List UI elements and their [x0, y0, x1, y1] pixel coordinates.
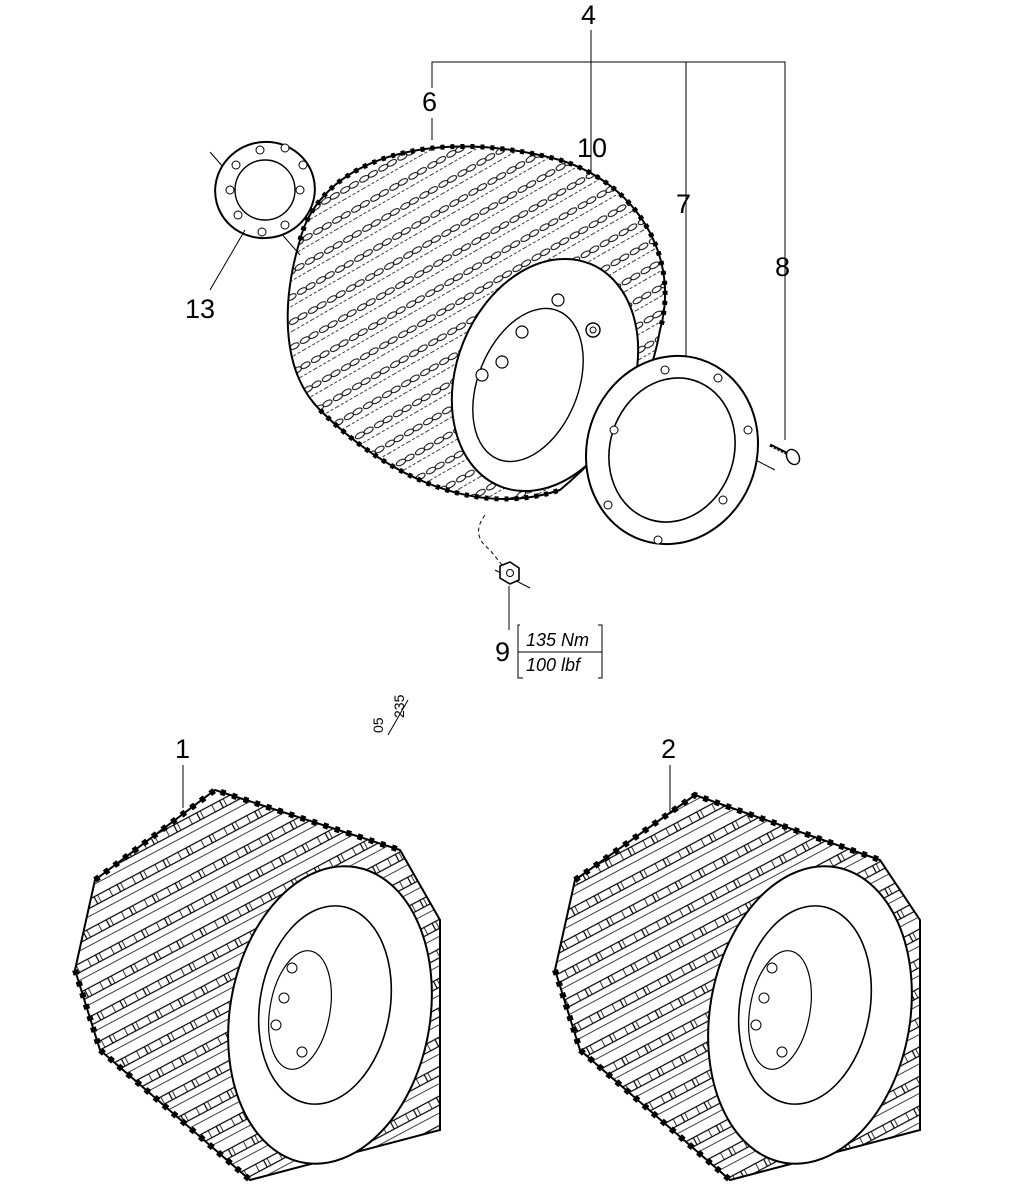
callout-13: 13 — [185, 294, 215, 324]
callout-4: 4 — [581, 0, 596, 30]
leader-bracket-6-7-8 — [431, 61, 786, 440]
ring-flange-7 — [584, 354, 776, 546]
torque-nm: 135 Nm — [526, 630, 589, 650]
figure-ref-slash — [387, 699, 409, 736]
figure-ref-bottom: 235 — [391, 694, 407, 718]
stud-dashed — [478, 514, 503, 566]
drum-2 — [552, 765, 921, 1183]
screw-8 — [769, 443, 801, 466]
callout-10: 10 — [577, 133, 607, 163]
callout-8: 8 — [775, 252, 790, 282]
callout-6: 6 — [422, 87, 437, 117]
nut-9 — [494, 561, 531, 630]
flange-13 — [209, 140, 316, 291]
callout-2: 2 — [661, 734, 676, 764]
torque-lbf: 100 lbf — [526, 655, 582, 675]
torque-box — [517, 624, 603, 679]
figure-ref-top: 05 — [370, 717, 386, 733]
drum-1 — [72, 765, 441, 1183]
callout-9: 9 — [495, 637, 510, 667]
callout-7: 7 — [676, 189, 691, 219]
callout-1: 1 — [175, 734, 190, 764]
